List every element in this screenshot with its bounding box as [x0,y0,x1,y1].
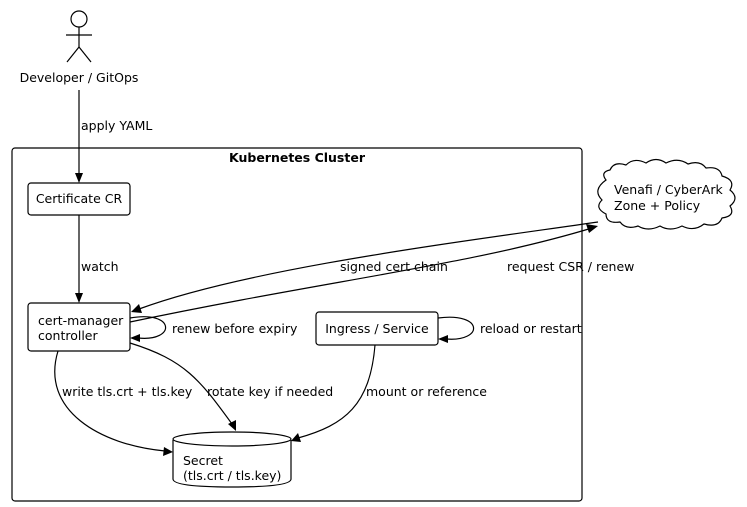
arrowhead-watch [75,293,83,303]
cert-manager-label-line2: controller [38,328,98,343]
secret-cylinder-body [172,440,292,488]
label-apply-yaml: apply YAML [81,118,152,133]
venafi-label-line2: Zone + Policy [614,198,701,213]
secret-label-line1: Secret [183,453,223,468]
label-watch: watch [81,259,119,274]
actor-developer: Developer / GitOps [20,10,139,85]
label-write-tls: write tls.crt + tls.key [62,384,193,399]
venafi-cloud-shape [597,158,736,230]
arrowhead-request-csr [586,224,598,233]
actor-label: Developer / GitOps [20,70,139,85]
ingress-service-label: Ingress / Service [325,321,429,336]
cert-manager-label-line1: cert-manager [38,313,124,328]
label-reload-or-restart: reload or restart [480,321,582,336]
secret-cylinder-top [172,431,292,447]
edge-request-csr [129,227,593,323]
venafi-label-line1: Venafi / CyberArk [614,182,723,197]
edge-mount-or-reference [297,344,376,439]
node-venafi-cloud: Venafi / CyberArk Zone + Policy [597,158,736,230]
arrowhead-write-tls [163,447,173,456]
actor-head [70,10,88,28]
label-signed-cert-chain: signed cert chain [340,259,448,274]
node-certificate-cr: Certificate CR [27,182,131,216]
arrowhead-apply-yaml [75,173,83,183]
arrowhead-mount [291,433,301,442]
cluster-title: Kubernetes Cluster [229,150,366,165]
certificate-cr-label: Certificate CR [36,191,123,206]
node-secret: Secret (tls.crt / tls.key) [172,431,292,488]
actor-leg-right [78,46,92,63]
ingress-service-box [315,311,439,346]
arrowhead-renew [130,334,140,342]
cluster-frame [11,147,583,502]
edge-reload-or-restart [437,316,475,340]
node-ingress-service: Ingress / Service [315,311,439,346]
label-request-csr: request CSR / renew [507,259,634,274]
node-cert-manager: cert-manager controller [27,302,131,352]
edge-write-tls [54,350,166,452]
actor-leg-left [66,46,80,63]
edge-signed-cert-chain [138,221,599,310]
label-renew-before-expiry: renew before expiry [172,321,298,336]
label-mount-or-reference: mount or reference [366,384,487,399]
edge-rotate-key [129,342,233,425]
arrowhead-reload [438,335,448,343]
label-rotate-key: rotate key if needed [207,384,333,399]
secret-label-line2: (tls.crt / tls.key) [183,468,281,483]
cert-manager-box [27,302,131,352]
arrowhead-signed-cert-chain [131,304,142,313]
edge-renew-before-expiry [129,316,167,339]
arrowhead-rotate-key [228,420,236,431]
